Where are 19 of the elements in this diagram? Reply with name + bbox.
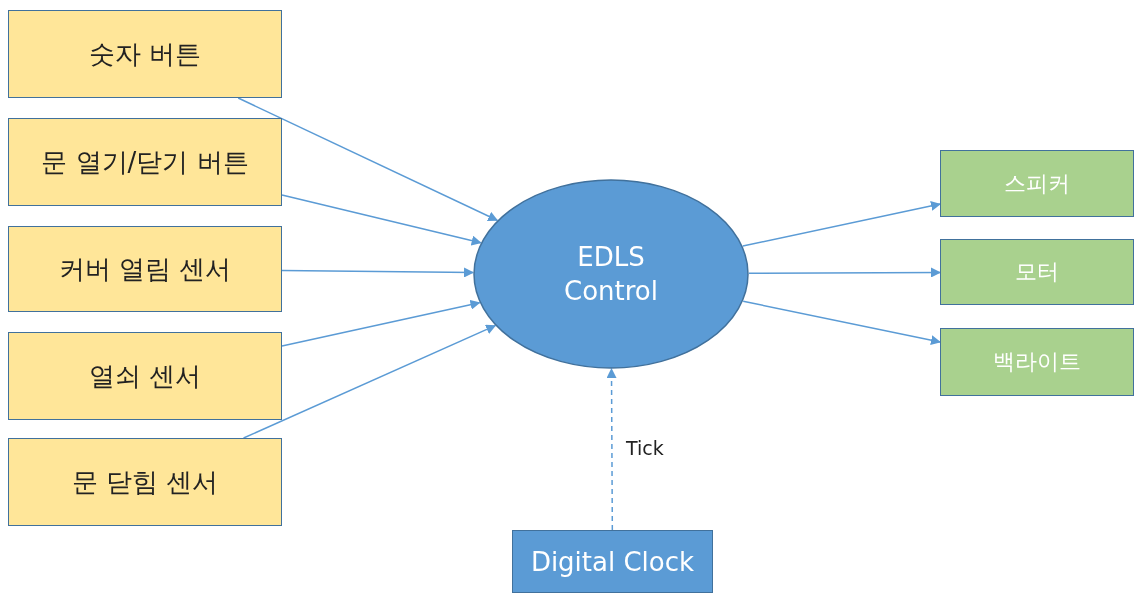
clock-box: Digital Clock xyxy=(512,530,713,593)
output-box: 모터 xyxy=(940,239,1134,305)
arrow xyxy=(748,267,941,278)
input-box: 문 닫힘 센서 xyxy=(8,438,282,526)
input-box: 숫자 버튼 xyxy=(8,10,282,98)
output-box: 백라이트 xyxy=(940,328,1134,396)
control-ellipse: EDLS Control xyxy=(473,179,749,369)
input-box: 열쇠 센서 xyxy=(8,332,282,420)
arrow xyxy=(281,267,474,278)
input-box: 커버 열림 센서 xyxy=(8,226,282,312)
arrow xyxy=(242,324,497,439)
input-box: 문 열기/닫기 버튼 xyxy=(8,118,282,206)
arrow xyxy=(606,368,617,531)
arrow xyxy=(237,97,499,221)
output-box: 스피커 xyxy=(940,150,1134,217)
arrow xyxy=(281,194,482,246)
arrow xyxy=(742,201,941,247)
arrow xyxy=(281,299,481,347)
arrow xyxy=(742,300,941,346)
